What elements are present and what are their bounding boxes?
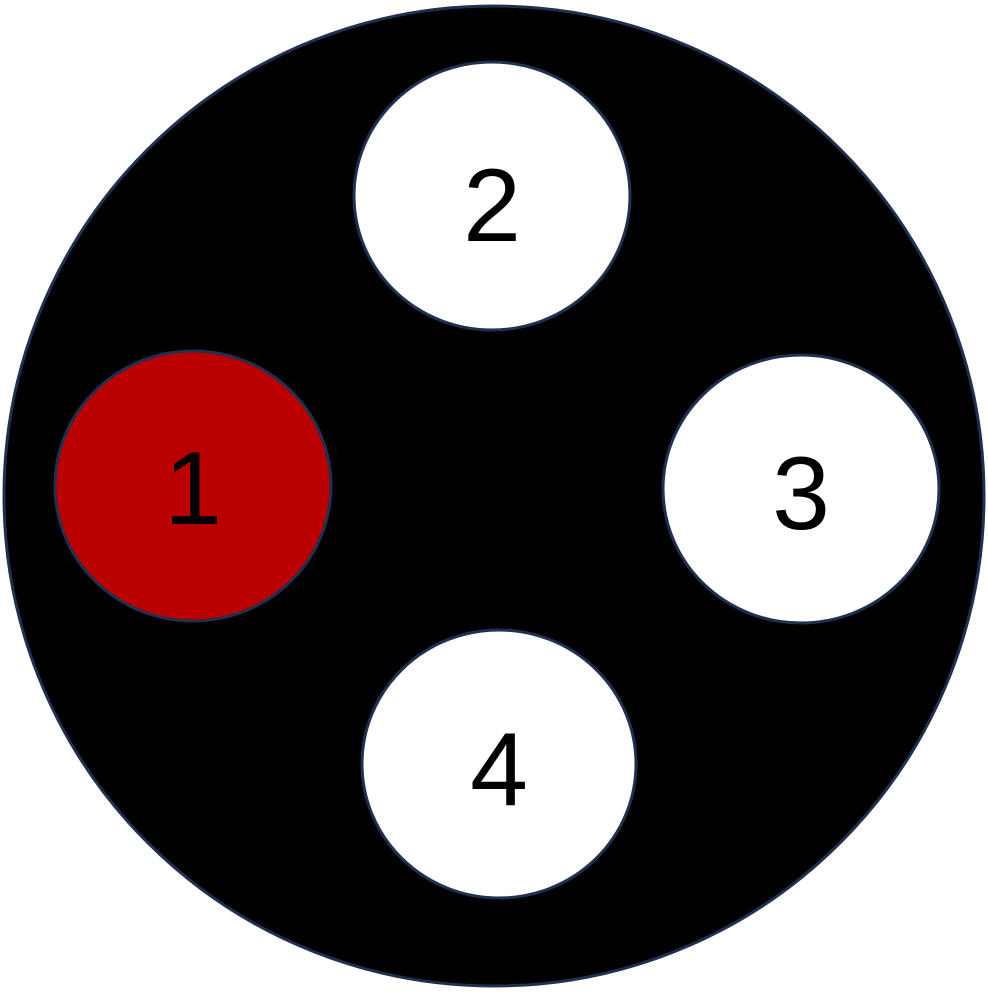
hole-1-circle	[53, 349, 333, 623]
hole-2: 2	[352, 60, 632, 332]
hole-1-label: 1	[164, 431, 222, 547]
hole-2-label: 2	[463, 148, 521, 264]
hole-4: 4	[360, 628, 638, 900]
hole-3-label: 3	[772, 436, 830, 552]
outer-disc	[2, 4, 986, 988]
hole-3-circle	[661, 353, 941, 625]
hole-4-label: 4	[470, 712, 528, 828]
hole-3: 3	[661, 353, 941, 625]
hole-4-circle	[360, 628, 638, 900]
hole-2-circle	[352, 60, 632, 332]
hole-1: 1	[53, 349, 333, 623]
